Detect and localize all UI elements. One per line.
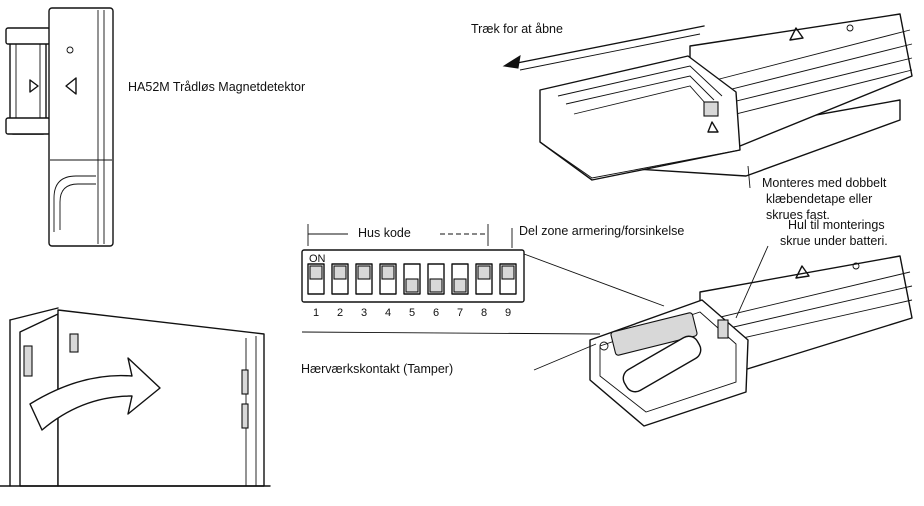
door-illustration — [0, 307, 271, 487]
dip-switch-4-number: 4 — [385, 307, 391, 319]
dip-switch-1-number: 1 — [313, 307, 319, 319]
hole-label-line1: Hul til monterings — [788, 218, 885, 232]
dip-switch-7-knob — [453, 278, 467, 293]
tamper-label: Hærværkskontakt (Tamper) — [301, 362, 454, 376]
leader-lines — [301, 245, 769, 371]
dip-switch-5-knob — [405, 278, 419, 293]
mount-leader — [747, 165, 751, 189]
dip-switch-5-number: 5 — [409, 307, 415, 319]
mounting-unit-top — [539, 13, 913, 181]
dip-switch-2-number: 2 — [337, 307, 343, 319]
dip-switch-6-knob — [429, 278, 443, 293]
mount-label-line3: skrues fast. — [766, 208, 830, 222]
detector-unit — [48, 7, 114, 247]
product-label: HA52M Trådløs Magnetdetektor — [128, 80, 306, 94]
dip-switch-3-number: 3 — [361, 307, 367, 319]
dip-switch-7-number: 7 — [457, 307, 463, 319]
zone-arming-label: Del zone armering/forsinkelse — [519, 224, 685, 238]
switch-on-label: ON — [309, 253, 326, 265]
dip-switch-4-knob — [381, 265, 395, 280]
pull-arrow — [502, 25, 705, 71]
dip-switch-9-knob — [501, 265, 515, 280]
mounting-unit-open — [589, 255, 913, 427]
house-code-label: Hus kode — [358, 226, 411, 240]
dip-switch-8-knob — [477, 265, 491, 280]
house-code-bracket — [307, 224, 513, 248]
mount-label-line1: Monteres med dobbelt — [762, 176, 887, 190]
dip-switch-block: 1 2 3 4 5 6 7 8 9 — [301, 249, 525, 319]
mount-label-line2: klæbendetape eller — [766, 192, 873, 206]
dip-switch-2-knob — [333, 265, 347, 280]
dip-switch-1-knob — [309, 265, 323, 280]
pull-to-open-label: Træk for at åbne — [471, 22, 563, 36]
magnet-unit — [5, 27, 51, 135]
dip-switch-6-number: 6 — [433, 307, 439, 319]
hole-label-line2: skrue under batteri. — [780, 234, 888, 248]
dip-switch-8-number: 8 — [481, 307, 487, 319]
dip-switch-9-number: 9 — [505, 307, 511, 319]
dip-switch-3-knob — [357, 265, 371, 280]
